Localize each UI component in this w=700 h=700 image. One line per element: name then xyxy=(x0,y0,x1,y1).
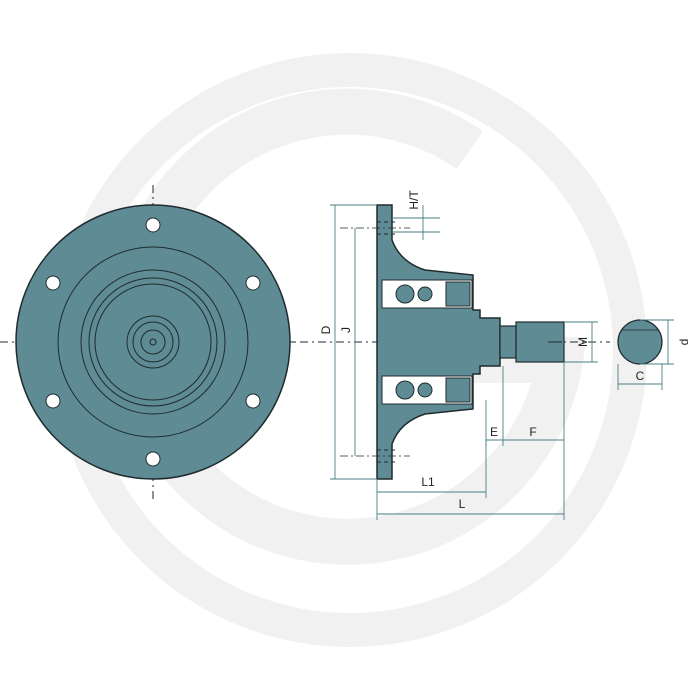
side-view xyxy=(300,204,663,480)
label-l1: L1 xyxy=(421,475,435,489)
label-d-small: d xyxy=(677,339,691,346)
dimension-labels: D J H/T M d C E F L1 L xyxy=(319,190,691,511)
label-d-outer: D xyxy=(319,325,333,334)
lower-bearing-ball-2 xyxy=(417,382,433,398)
shaft-cross-section xyxy=(617,319,663,365)
lower-bearing-ball-1 xyxy=(395,380,415,400)
bolt-hole-upper-left xyxy=(45,275,61,291)
bolt-hole-upper-right xyxy=(245,275,261,291)
front-view xyxy=(0,185,300,500)
hub-ring-inner xyxy=(94,283,212,401)
bolt-hole-lower-right xyxy=(245,393,261,409)
flange-disc xyxy=(15,204,291,480)
label-j: J xyxy=(339,327,353,333)
hub-section-body xyxy=(376,204,501,480)
label-c: C xyxy=(636,369,645,383)
label-m: M xyxy=(576,337,590,347)
upper-bearing-ball-1 xyxy=(395,284,415,304)
bolt-hole-top xyxy=(145,217,161,233)
shaft-end xyxy=(140,329,166,355)
shaft-ring-inner xyxy=(132,321,174,363)
shaft-center xyxy=(149,338,157,346)
hub-ring-mid xyxy=(88,277,218,407)
bolt-hole-lower-left xyxy=(45,393,61,409)
label-f: F xyxy=(529,425,536,439)
upper-bearing-ball-2 xyxy=(417,286,433,302)
flange-ring xyxy=(57,246,249,438)
bolt-hole-bottom xyxy=(145,451,161,467)
shaft-collar xyxy=(499,325,517,359)
label-l: L xyxy=(459,497,466,511)
shaft-ring xyxy=(126,315,180,369)
lower-seal xyxy=(445,377,471,403)
label-e: E xyxy=(490,425,498,439)
hub-ring-outer xyxy=(80,269,226,415)
label-ht: H/T xyxy=(407,190,421,210)
upper-seal xyxy=(445,281,471,307)
dimensions xyxy=(330,204,674,520)
